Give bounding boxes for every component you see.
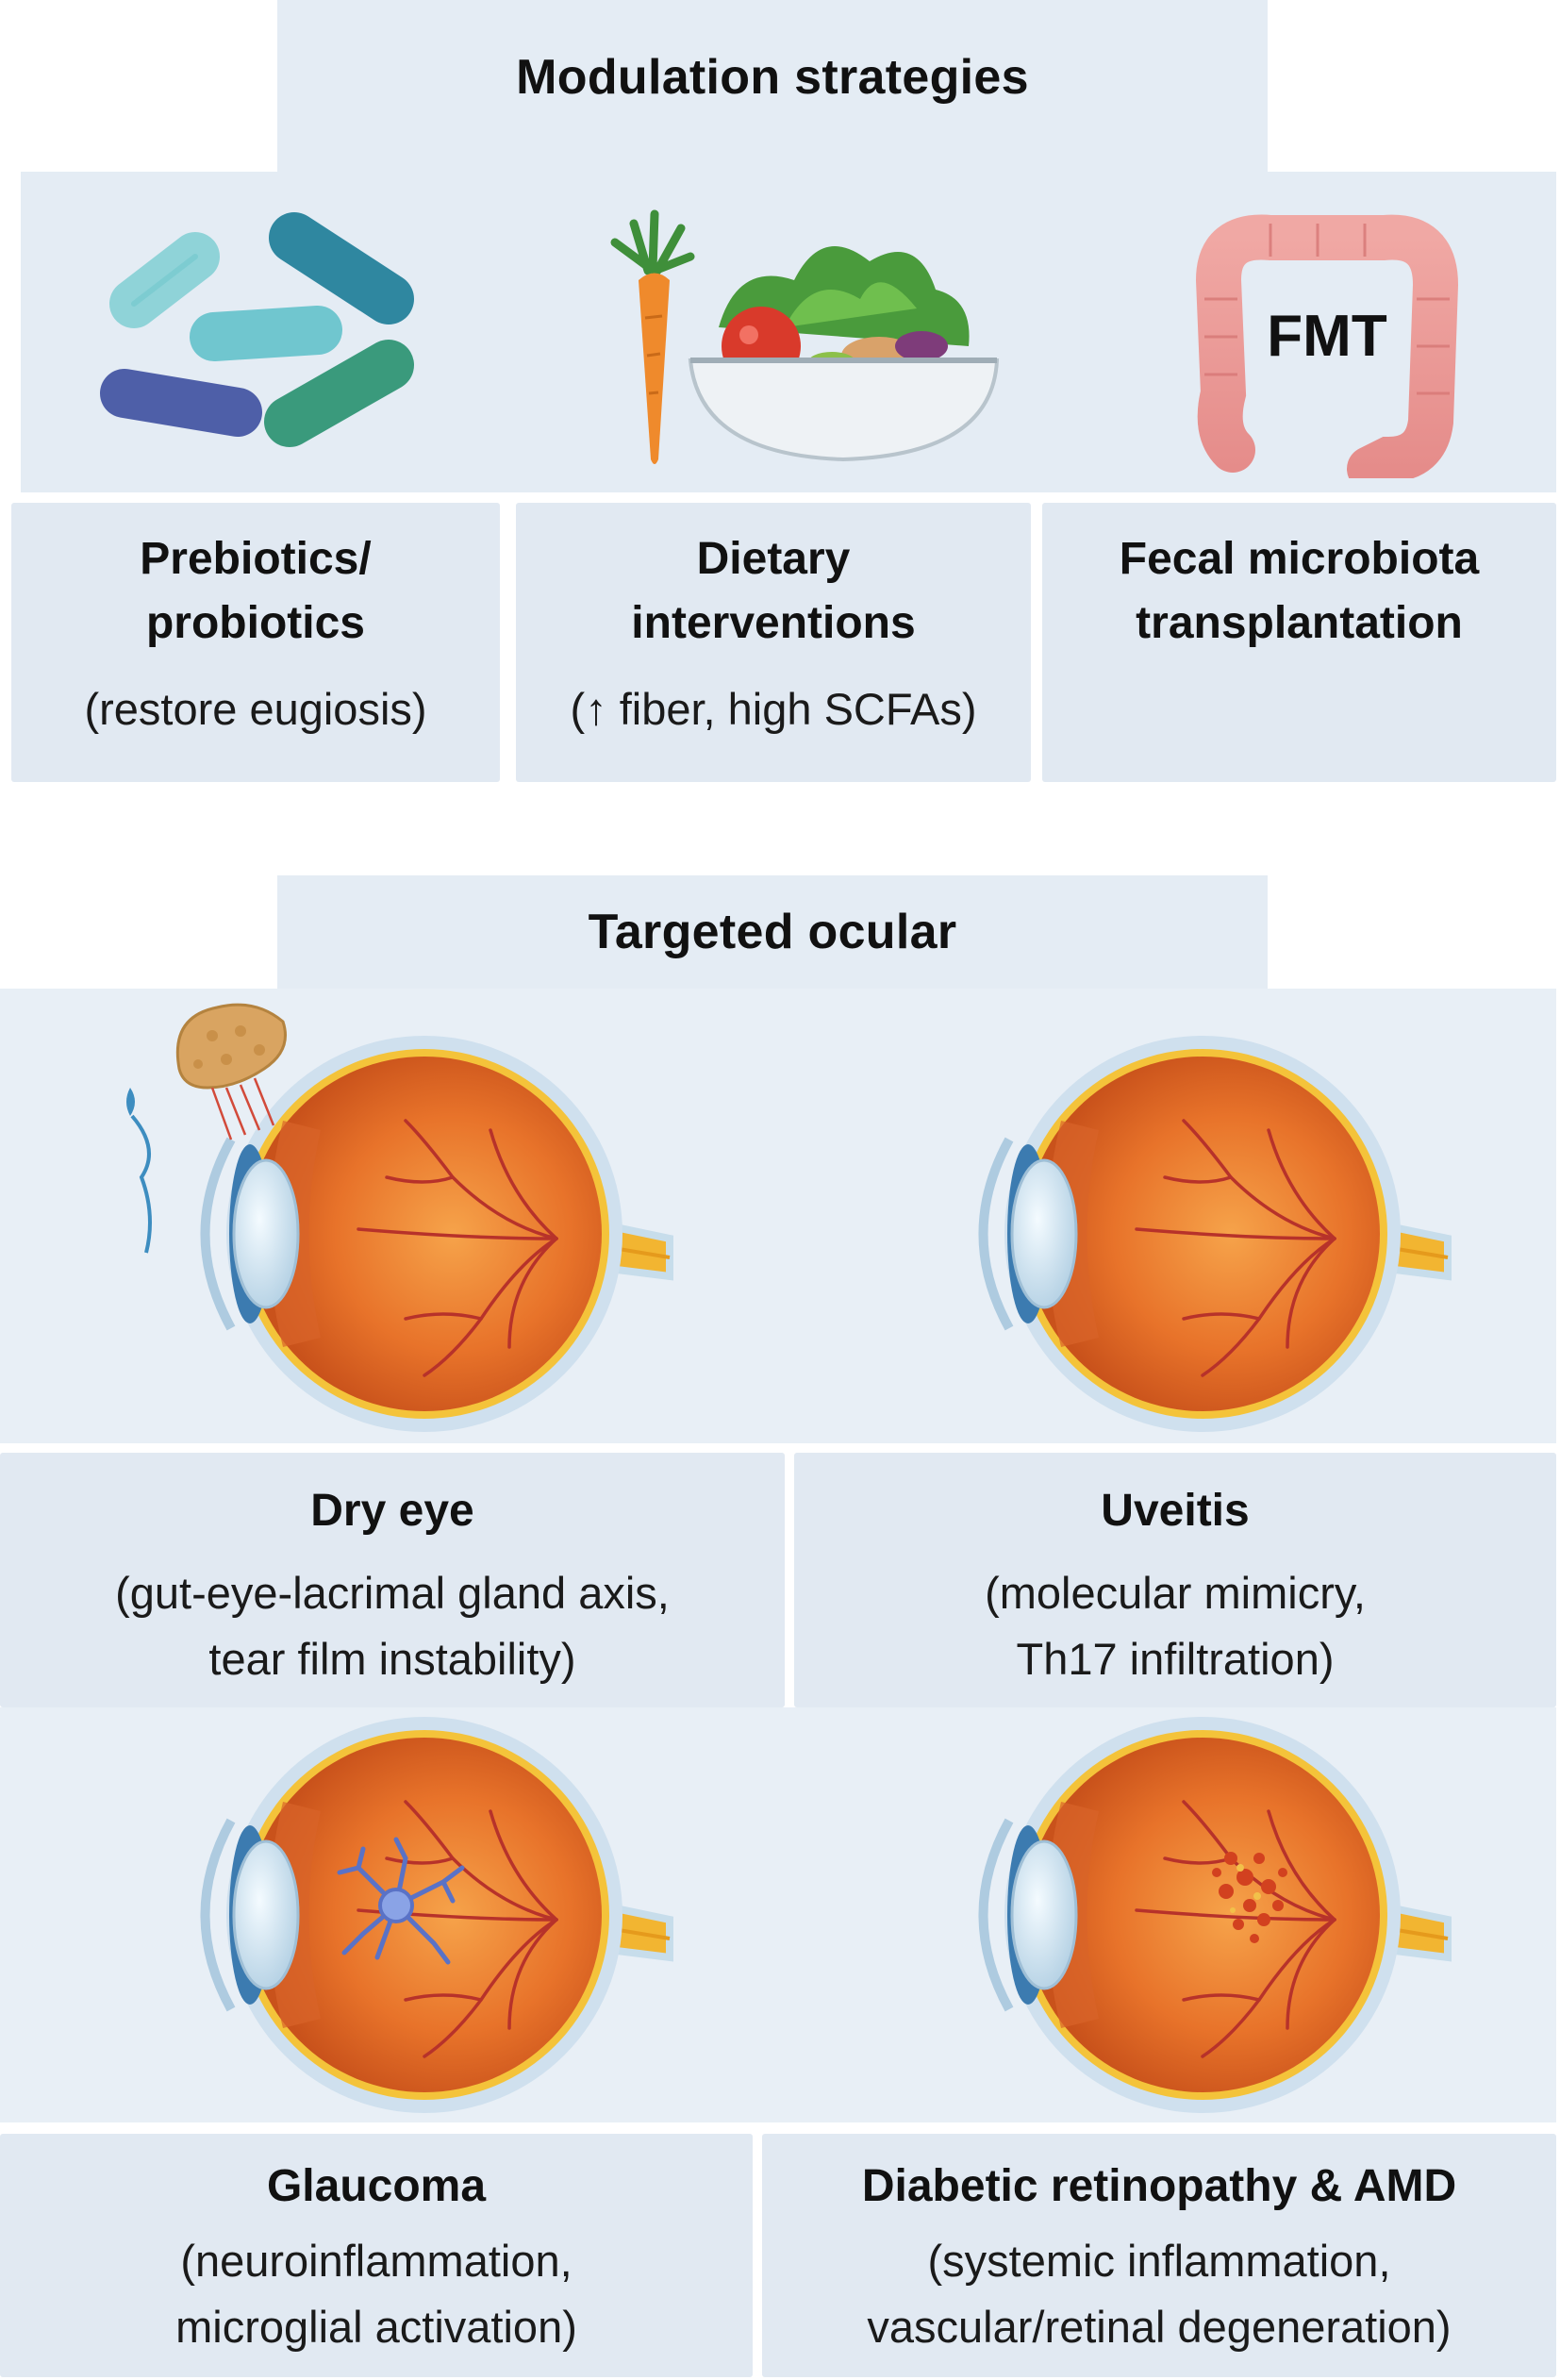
card-uveitis-sub1: (molecular mimicry, bbox=[985, 1568, 1366, 1618]
ocular-bottom-band bbox=[0, 1707, 1556, 2122]
card-diabetic-retinopathy-sub2: vascular/retinal degeneration) bbox=[867, 2302, 1452, 2352]
card-diabetic-retinopathy-sub1: (systemic inflammation, bbox=[927, 2236, 1391, 2286]
card-fmt-title2: transplantation bbox=[1136, 598, 1463, 648]
card-diabetic-retinopathy-title: Diabetic retinopathy & AMD bbox=[861, 2161, 1457, 2211]
card-dry-eye-sub2: tear film instability) bbox=[208, 1634, 576, 1684]
card-dietary-title2: interventions bbox=[631, 598, 916, 648]
card-dietary-title1: Dietary bbox=[696, 534, 851, 584]
vegetables-bowl-icon bbox=[610, 209, 1000, 464]
card-prebiotics-title1: Prebiotics/ bbox=[140, 534, 372, 584]
fmt-label: FMT bbox=[1267, 304, 1387, 369]
eye-icon bbox=[920, 998, 1485, 1441]
card-fmt: Fecal microbiota transplantation bbox=[1042, 503, 1556, 782]
modulation-header: Modulation strategies bbox=[277, 0, 1268, 172]
eye-lacrimal-gland-icon bbox=[126, 1003, 689, 1441]
modulation-icons-band: FMT bbox=[21, 172, 1556, 492]
card-diabetic-retinopathy: Diabetic retinopathy & AMD (systemic inf… bbox=[762, 2134, 1556, 2377]
card-glaucoma-title: Glaucoma bbox=[266, 2161, 487, 2211]
card-dry-eye: Dry eye (gut-eye-lacrimal gland axis, te… bbox=[0, 1453, 785, 1707]
eye-retinal-lesion-icon bbox=[920, 1717, 1485, 2122]
ocular-header: Targeted ocular bbox=[277, 875, 1268, 989]
eye-microglia-icon bbox=[123, 1717, 689, 2122]
card-dry-eye-sub1: (gut-eye-lacrimal gland axis, bbox=[115, 1568, 670, 1618]
modulation-title: Modulation strategies bbox=[516, 50, 1029, 105]
ocular-title: Targeted ocular bbox=[588, 905, 957, 959]
card-glaucoma-sub2: microglial activation) bbox=[175, 2302, 577, 2352]
card-fmt-title1: Fecal microbiota bbox=[1119, 534, 1480, 584]
card-glaucoma: Glaucoma (neuroinflammation, microglial … bbox=[0, 2134, 753, 2377]
card-dry-eye-title: Dry eye bbox=[310, 1486, 474, 1536]
intestine-icon: FMT bbox=[1195, 214, 1459, 478]
bacteria-icon bbox=[100, 212, 414, 447]
card-glaucoma-sub1: (neuroinflammation, bbox=[180, 2236, 573, 2286]
card-dietary-sub: (↑ fiber, high SCFAs) bbox=[570, 684, 977, 734]
card-uveitis-title: Uveitis bbox=[1101, 1486, 1250, 1536]
card-prebiotics-title2: probiotics bbox=[145, 598, 365, 648]
ocular-top-band bbox=[0, 989, 1556, 1443]
card-uveitis: Uveitis (molecular mimicry, Th17 infiltr… bbox=[794, 1453, 1556, 1707]
card-prebiotics-sub: (restore eugiosis) bbox=[84, 684, 427, 734]
card-uveitis-sub2: Th17 infiltration) bbox=[1016, 1634, 1335, 1684]
card-dietary: Dietary interventions (↑ fiber, high SCF… bbox=[516, 503, 1031, 782]
card-prebiotics: Prebiotics/ probiotics (restore eugiosis… bbox=[11, 503, 500, 782]
